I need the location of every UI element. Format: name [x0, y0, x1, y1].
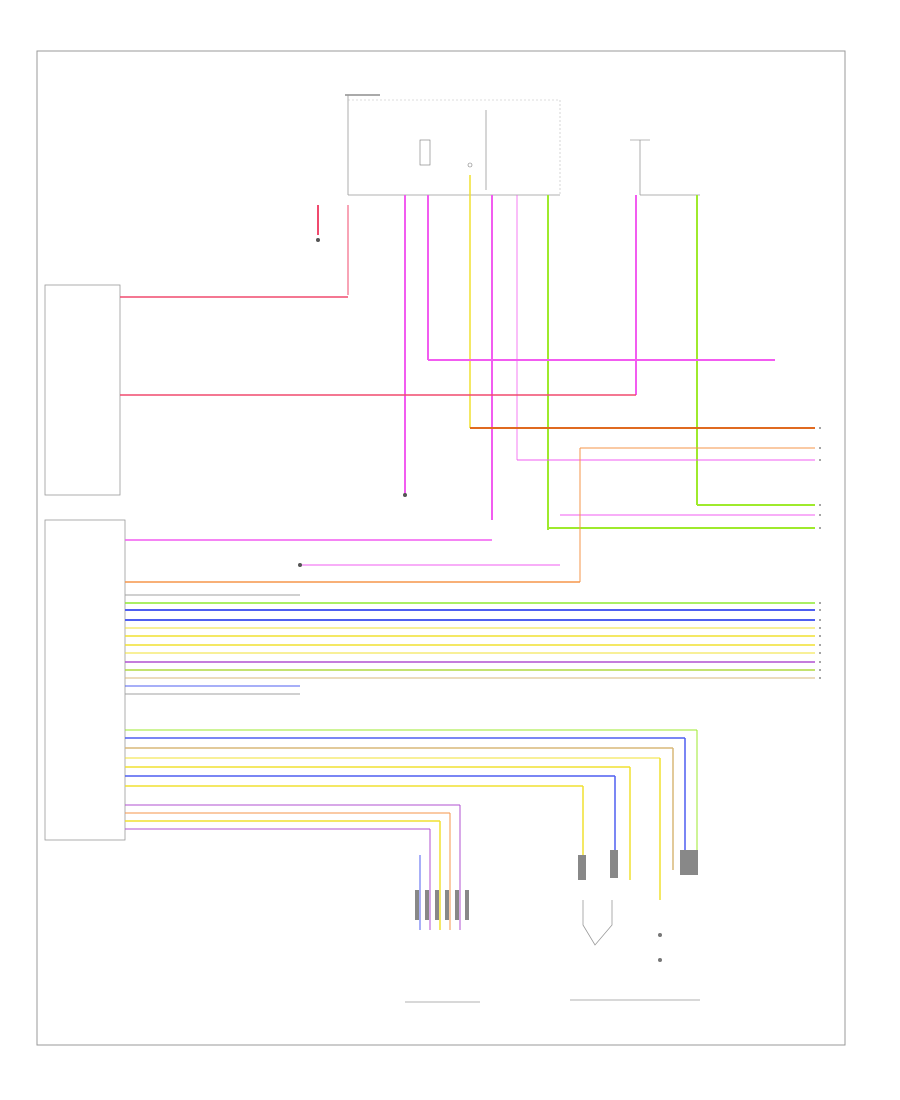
ground-distribution-1 — [316, 238, 320, 242]
diagram-frame — [36, 50, 846, 1046]
top-fuse-panel — [345, 94, 561, 196]
body-control-module — [44, 284, 121, 496]
ground-distribution-3 — [298, 563, 302, 567]
transmission-solenoid-body — [405, 890, 480, 1003]
ground-distribution-2 — [403, 493, 407, 497]
shift-solenoid-assembly — [570, 850, 700, 1001]
powertrain-control-module — [44, 519, 126, 841]
right-connector-marks — [819, 427, 821, 679]
hot-in-start-fuse — [630, 139, 700, 196]
